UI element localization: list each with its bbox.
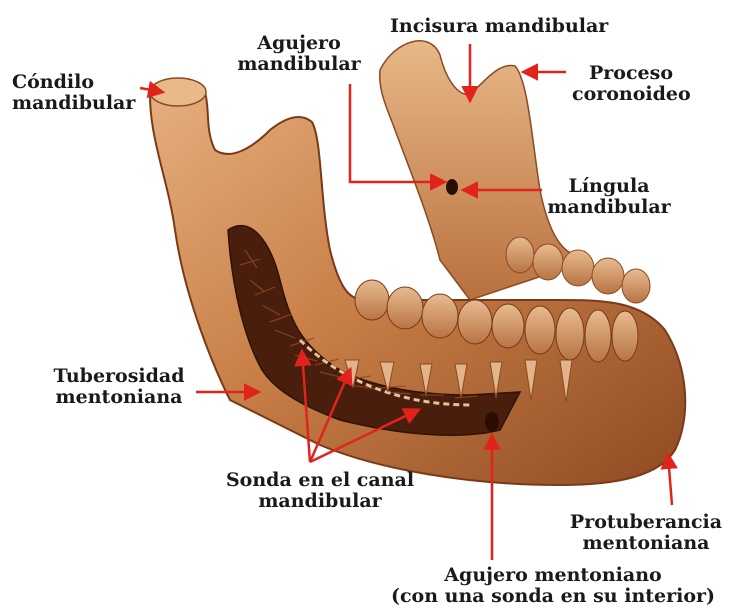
label-line: mandibular <box>12 93 135 114</box>
label-line: mandibular <box>236 54 362 75</box>
label-lingula-mandibular: Língula mandibular <box>546 176 672 218</box>
label-line: Tuberosidad <box>44 366 194 387</box>
label-line: Incisura mandibular <box>390 16 608 37</box>
label-line: (con una sonda en su interior) <box>380 586 726 607</box>
label-proceso-coronoideo: Proceso coronoideo <box>572 63 690 105</box>
mental-foramen <box>485 412 499 432</box>
label-line: coronoideo <box>572 84 690 105</box>
label-tuberosidad-mentoniana: Tuberosidad mentoniana <box>44 366 194 408</box>
arrow-protuberancia <box>668 455 672 505</box>
label-line: mandibular <box>546 197 672 218</box>
label-agujero-mandibular: Agujero mandibular <box>236 33 362 75</box>
label-condilo-mandibular: Cóndilo mandibular <box>12 72 135 114</box>
label-line: Sonda en el canal <box>220 470 420 491</box>
label-line: Cóndilo <box>12 72 135 93</box>
label-protuberancia-mentoniana: Protuberancia mentoniana <box>568 512 724 554</box>
label-line: mandibular <box>220 491 420 512</box>
label-line: Agujero mentoniano <box>380 565 726 586</box>
label-agujero-mentoniano: Agujero mentoniano (con una sonda en su … <box>380 565 726 607</box>
label-incisura-mandibular: Incisura mandibular <box>390 16 608 37</box>
label-line: Protuberancia <box>568 512 724 533</box>
label-line: Proceso <box>572 63 690 84</box>
label-line: Agujero <box>236 33 362 54</box>
far-teeth-row <box>506 237 650 303</box>
label-line: mentoniana <box>568 533 724 554</box>
label-sonda-canal-mandibular: Sonda en el canal mandibular <box>220 470 420 512</box>
mandibular-foramen <box>446 179 458 195</box>
label-line: mentoniana <box>44 387 194 408</box>
label-line: Língula <box>546 176 672 197</box>
